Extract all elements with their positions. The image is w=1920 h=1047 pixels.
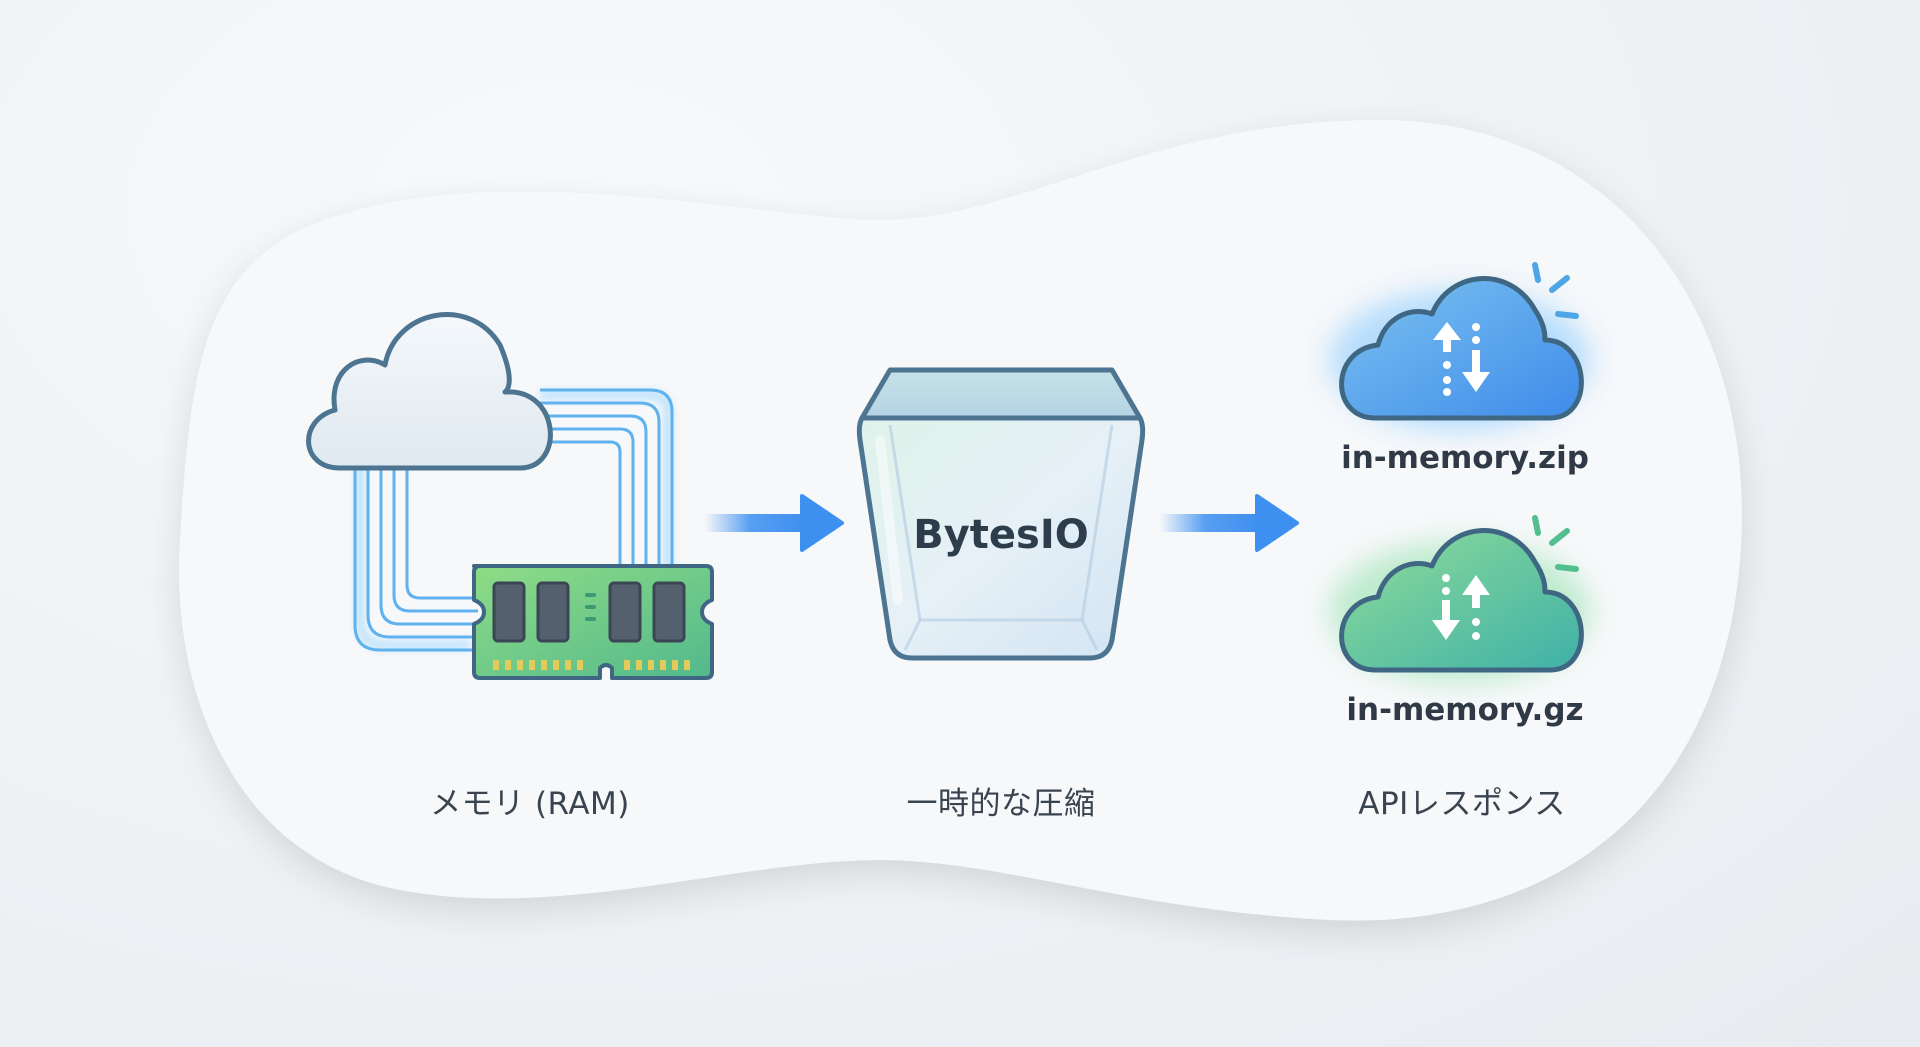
ram-module-icon xyxy=(472,564,714,680)
cloud-icon xyxy=(306,312,553,471)
transfer-arrows-icon xyxy=(1433,322,1490,396)
bytesio-label: BytesIO xyxy=(913,512,1089,558)
sparkle-icon xyxy=(1532,262,1579,319)
memory-caption: メモリ (RAM) xyxy=(430,786,630,822)
flow-arrow-1 xyxy=(705,494,844,552)
ram-chip xyxy=(536,581,570,643)
cloud-transfer-icon xyxy=(1339,528,1584,673)
glass-container-icon xyxy=(856,367,1146,661)
compression-caption: 一時的な圧縮 xyxy=(906,786,1096,822)
ram-chip xyxy=(652,581,686,643)
sparkle-icon xyxy=(1532,515,1579,572)
flow-arrow-2 xyxy=(1160,494,1299,552)
zip-output-cloud xyxy=(1330,262,1590,430)
api-response-caption: APIレスポンス xyxy=(1358,786,1566,822)
cloud-transfer-icon xyxy=(1339,276,1584,421)
ram-chip xyxy=(608,581,642,643)
ram-chip xyxy=(492,581,526,643)
gz-output-cloud xyxy=(1330,515,1590,682)
connection-wires xyxy=(355,390,673,650)
zip-filename: in-memory.zip xyxy=(1341,440,1589,476)
transfer-arrows-icon xyxy=(1432,574,1490,640)
gz-filename: in-memory.gz xyxy=(1346,692,1584,728)
memory-illustration xyxy=(306,312,714,680)
ram-pins xyxy=(493,660,690,670)
